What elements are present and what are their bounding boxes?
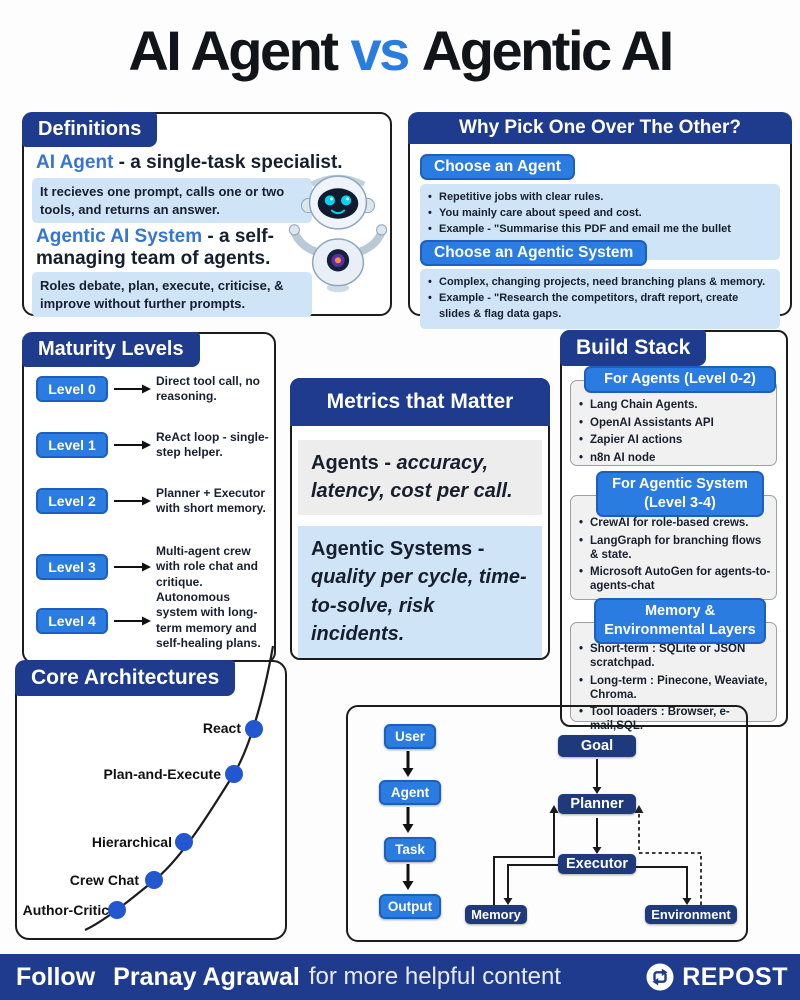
build-stack-section: Build Stack For Agents (Level 0-2) Lang … (560, 330, 788, 732)
bullet: LangGraph for branching flows & state. (579, 534, 771, 562)
metrics-agents: Agents - accuracy, latency, cost per cal… (298, 440, 542, 515)
maturity-row: Level 4 Autonomous system with long-term… (36, 590, 270, 651)
flow-node-executor: Executor (558, 854, 636, 874)
core-architectures-section: Core Architectures React Plan-and-Execut… (15, 645, 287, 940)
title-left: AI Agent (128, 19, 339, 82)
bullet: Example - "Research the competitors, dra… (428, 291, 772, 323)
bullet: CrewAI for role-based crews. (579, 516, 771, 530)
bullet: Zapier AI actions (579, 433, 771, 447)
bullet: Microsoft AutoGen for agents-to-agents-c… (579, 565, 771, 593)
footer-author-name[interactable]: Pranay Agrawal (113, 962, 300, 991)
agentic-term: Agentic AI System - a self-managing team… (36, 226, 274, 269)
flow-node-planner: Planner (558, 794, 636, 814)
level-1-badge: Level 1 (36, 432, 108, 459)
for-agentic-bullets: CrewAI for role-based crews. LangGraph f… (579, 516, 771, 597)
arrow-right-icon (114, 616, 151, 626)
choose-agentic-bullets: Complex, changing projects, need branchi… (420, 269, 780, 329)
level-2-desc: Planner + Executor with short memory. (156, 486, 266, 516)
maturity-section: Maturity Levels Level 0 Direct tool call… (22, 332, 276, 664)
bullet: Tool loaders : Browser, e-mail,SQL. (579, 705, 773, 733)
title-vs: vs (350, 19, 411, 82)
arrow-right-icon (114, 496, 151, 506)
footer: Follow Pranay Agrawal for more helpful c… (0, 954, 800, 1000)
metrics-section: Metrics that Matter Agents - accuracy, l… (290, 378, 550, 660)
for-agents-bullets: Lang Chain Agents. OpenAI Assistants API… (579, 398, 771, 468)
level-0-desc: Direct tool call, no reasoning. (156, 374, 261, 404)
footer-follow-label: Follow (16, 962, 96, 991)
repost-button[interactable]: REPOST (645, 962, 788, 992)
robot-mascot-illustration (288, 174, 388, 293)
flow-node-output: Output (379, 894, 441, 919)
level-4-desc: Autonomous system with long-term memory … (156, 590, 261, 651)
bullet: Repetitive jobs with clear rules. (428, 190, 772, 206)
chart-label-author-critic: Author-Critic (22, 902, 109, 918)
agentic-note: Roles debate, plan, execute, criticise, … (32, 272, 312, 318)
definitions-header: Definitions (22, 112, 158, 147)
level-4-badge: Level 4 (36, 607, 108, 634)
bullet: Long-term : Pinecone, Weaviate, Chroma. (579, 674, 773, 702)
bullet: Short-term : SQLite or JSON scratchpad. (579, 642, 773, 670)
chart-dot-react (245, 720, 263, 738)
metrics-agentic: Agentic Systems - quality per cycle, tim… (298, 526, 542, 658)
level-3-badge: Level 3 (36, 554, 108, 581)
page-title: AI Agent vs Agentic AI (0, 18, 800, 83)
metrics-header: Metrics that Matter (290, 378, 550, 426)
flow-node-memory: Memory (465, 905, 527, 924)
maturity-row: Level 1 ReAct loop - single-step helper. (36, 430, 270, 461)
memory-layers-bullets: Short-term : SQLite or JSON scratchpad. … (579, 642, 773, 737)
level-3-desc: Multi-agent crew with role chat and crit… (156, 544, 259, 589)
chart-label-plan-and-execute: Plan-and-Execute (103, 766, 221, 782)
chart-dot-author-critic (108, 901, 126, 919)
level-1-desc: ReAct loop - single-step helper. (156, 430, 269, 460)
footer-tagline: for more helpful content (308, 963, 561, 990)
bullet: You mainly care about speed and cost. (428, 206, 772, 222)
definitions-section: Definitions AI Agent - a single-task spe… (22, 112, 392, 318)
build-stack-header: Build Stack (560, 330, 707, 366)
chart-dot-crew-chat (145, 871, 163, 889)
ai-agent-term: AI Agent - a single-task specialist. (36, 152, 343, 173)
flow-node-goal: Goal (558, 735, 636, 757)
repost-icon (646, 963, 674, 991)
arrow-right-icon (114, 440, 151, 450)
title-right: Agentic AI (421, 19, 674, 82)
for-agentic-title: For Agentic System (Level 3-4) (596, 471, 764, 517)
bullet: Complex, changing projects, need branchi… (428, 275, 772, 291)
core-architectures-header: Core Architectures (15, 660, 236, 696)
chart-label-hierarchical: Hierarchical (91, 834, 172, 850)
choose-agentic-label: Choose an Agentic System (420, 240, 648, 266)
for-agents-title: For Agents (Level 0-2) (584, 366, 776, 393)
maturity-row: Level 3 Multi-agent crew with role chat … (36, 544, 270, 590)
memory-layers-title: Memory & Environmental Layers (594, 598, 766, 644)
level-2-badge: Level 2 (36, 488, 108, 515)
chart-dot-hierarchical (175, 833, 193, 851)
chart-dot-plan-and-execute (225, 765, 243, 783)
why-pick-header: Why Pick One Over The Other? (408, 112, 792, 144)
flow-node-agent: Agent (379, 780, 441, 805)
chart-label-crew-chat: Crew Chat (69, 872, 139, 888)
choose-agent-label: Choose an Agent (420, 154, 575, 180)
bullet: OpenAI Assistants API (579, 416, 771, 430)
arrow-right-icon (114, 384, 151, 394)
flow-node-environment: Environment (645, 905, 737, 924)
why-pick-section: Why Pick One Over The Other? Choose an A… (408, 112, 792, 329)
level-0-badge: Level 0 (36, 376, 108, 403)
architecture-curve-chart (84, 645, 275, 932)
flow-node-task: Task (384, 837, 436, 862)
maturity-row: Level 2 Planner + Executor with short me… (36, 486, 270, 517)
arrow-right-icon (114, 562, 151, 572)
maturity-row: Level 0 Direct tool call, no reasoning. (36, 374, 270, 405)
flow-node-user: User (384, 724, 436, 749)
chart-label-react: React (202, 720, 241, 736)
maturity-header: Maturity Levels (22, 332, 200, 367)
ai-agent-note: It recieves one prompt, calls one or two… (32, 178, 312, 224)
bullet: Lang Chain Agents. (579, 398, 771, 412)
flow-diagrams-section: User Agent Task Output Goal Planner Exec… (346, 705, 748, 942)
repost-label: REPOST (682, 962, 788, 991)
bullet: n8n AI node (579, 451, 771, 465)
flow-connectors (402, 751, 702, 905)
